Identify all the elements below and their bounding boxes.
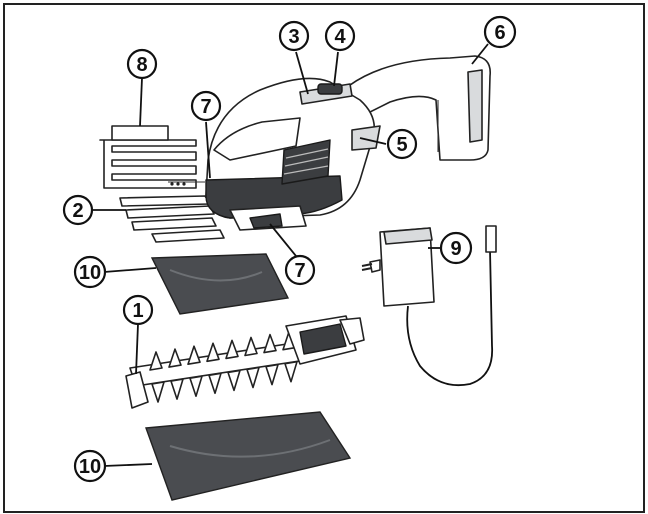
- svg-text:6: 6: [494, 22, 505, 44]
- blade-tooth: [206, 342, 220, 363]
- blade-tooth: [246, 366, 260, 389]
- callout-9: 9: [439, 231, 473, 265]
- callout-7a: 7: [190, 90, 222, 122]
- leader-1: [135, 323, 139, 375]
- leader-7b: [269, 223, 297, 257]
- blade-tooth: [151, 381, 165, 403]
- leader-4: [333, 51, 339, 87]
- callout-3: 3: [278, 20, 310, 52]
- svg-text:9: 9: [450, 238, 461, 260]
- trimmer-body: [205, 55, 492, 231]
- svg-text:2: 2: [72, 200, 83, 222]
- svg-text:8: 8: [136, 54, 147, 76]
- blade-tooth: [263, 333, 277, 354]
- callout-5: 5: [386, 128, 418, 160]
- leader-10b: [103, 463, 153, 467]
- blade-tooth: [227, 369, 241, 392]
- blade-tooth: [265, 363, 279, 386]
- blade-tooth: [284, 360, 298, 383]
- leader-6: [471, 43, 489, 65]
- leader-8: [139, 77, 143, 127]
- svg-text:7: 7: [294, 260, 305, 282]
- leader-5: [359, 137, 387, 145]
- svg-text:7: 7: [200, 96, 211, 118]
- callout-4: 4: [324, 20, 356, 52]
- grass-comb-part: [99, 125, 205, 189]
- svg-text:10: 10: [79, 262, 101, 284]
- leader-7a: [205, 121, 211, 179]
- callout-1: 1: [122, 294, 154, 326]
- svg-text:4: 4: [334, 26, 346, 48]
- blade-tooth: [187, 345, 201, 365]
- callout-6: 6: [483, 15, 517, 49]
- leader-10a: [103, 267, 157, 273]
- blade-tooth: [170, 378, 184, 400]
- blade-tooth: [225, 339, 239, 360]
- callout-8: 8: [126, 48, 158, 80]
- callout-10b: 10: [73, 449, 107, 483]
- leader-3: [295, 51, 309, 95]
- blade-cover-small: [150, 253, 290, 315]
- blade-tooth: [244, 336, 258, 357]
- blade-tooth: [189, 375, 203, 397]
- callout-2: 2: [62, 194, 94, 226]
- blade-tooth: [208, 372, 222, 395]
- svg-text:1: 1: [132, 300, 143, 322]
- blade-tooth: [149, 351, 163, 371]
- callout-7b: 7: [284, 254, 316, 286]
- shear-blade-part: [119, 195, 225, 243]
- air-vent: [281, 139, 331, 185]
- charger-part: [361, 225, 497, 387]
- svg-text:10: 10: [79, 456, 101, 478]
- svg-text:3: 3: [288, 26, 299, 48]
- hedge-blade-part: [125, 315, 365, 409]
- svg-text:5: 5: [396, 134, 407, 156]
- callout-10a: 10: [73, 255, 107, 289]
- blade-tooth: [168, 348, 182, 368]
